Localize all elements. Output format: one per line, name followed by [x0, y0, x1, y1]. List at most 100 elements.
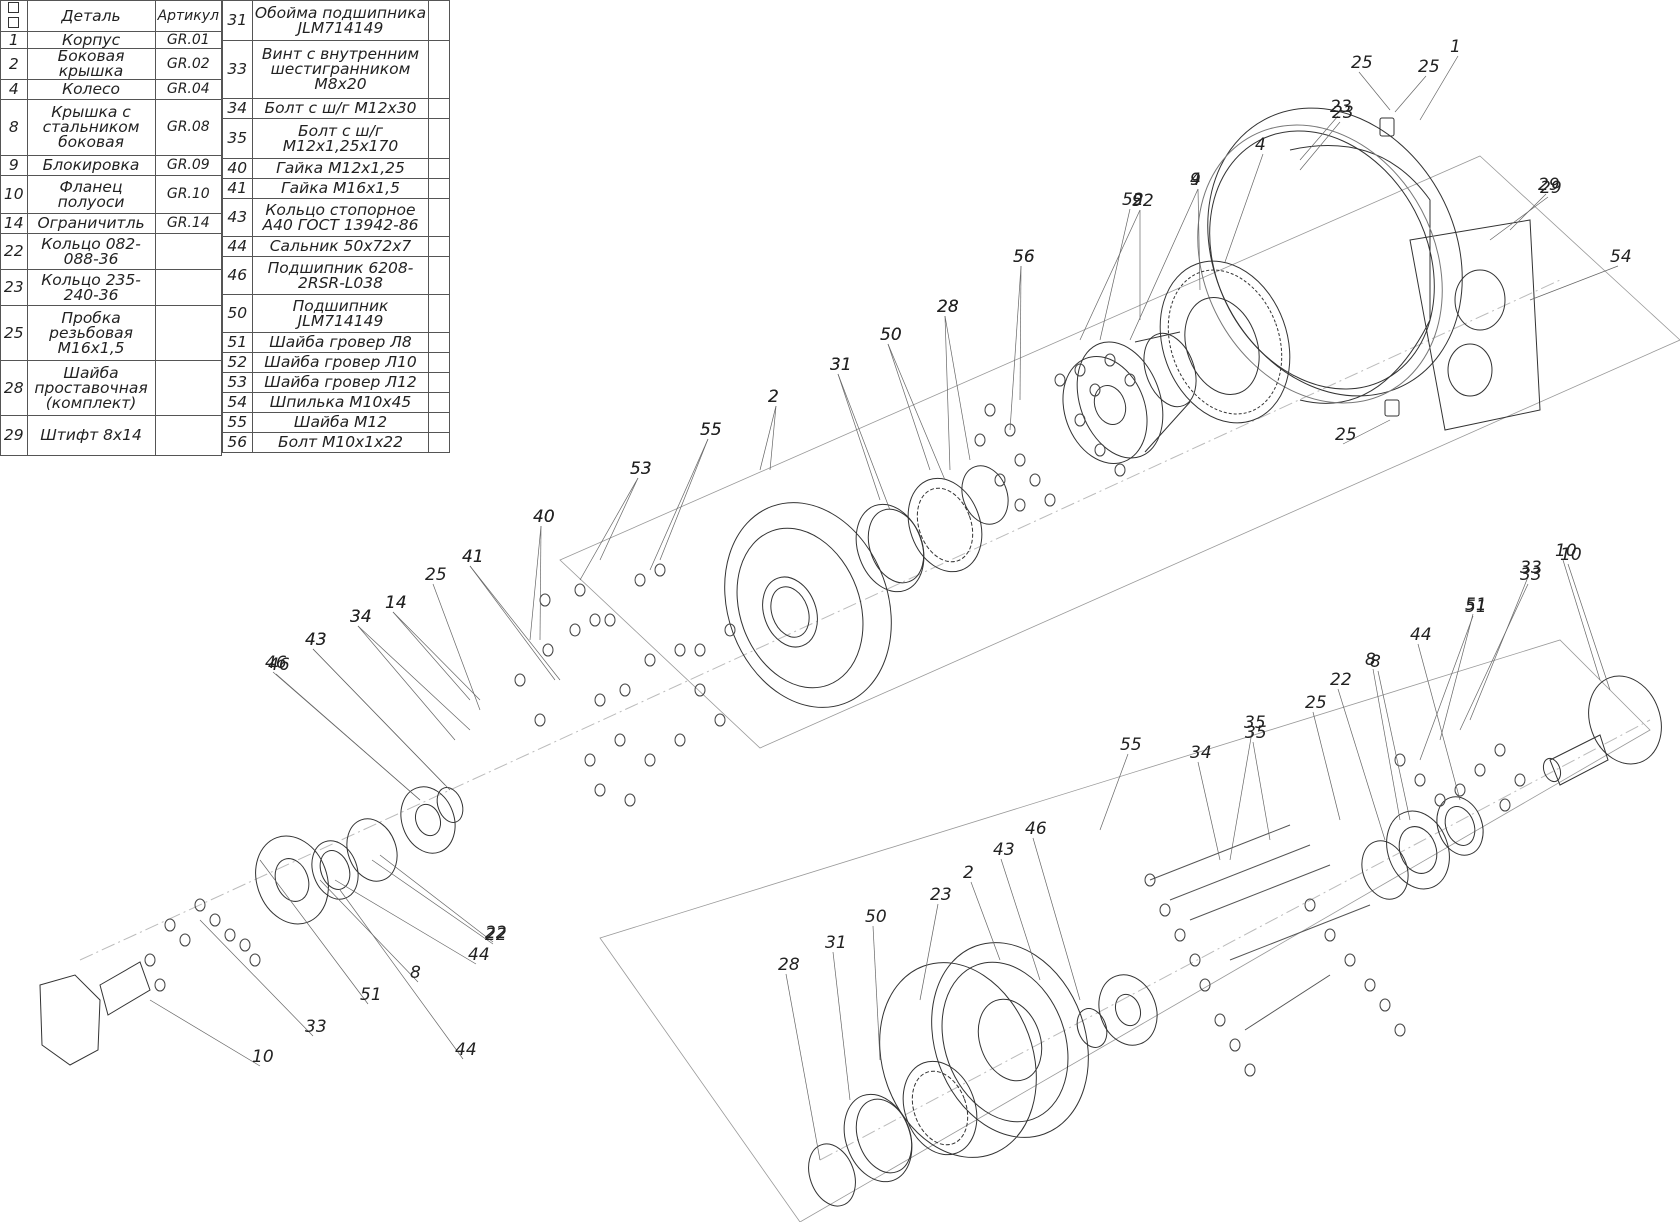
washer-icon [694, 683, 706, 697]
callout-label-4: 4 [1190, 170, 1201, 190]
callout-label-10: 10 [1555, 541, 1577, 561]
cover-part-8-lower [1386, 810, 1450, 890]
callout-label-25: 25 [1335, 425, 1357, 445]
washer-icon [1189, 953, 1201, 967]
leader-lines [149, 55, 1619, 1161]
shim-part-28-upper [961, 465, 1009, 525]
callout-label-8: 8 [410, 963, 421, 983]
leader-line [1419, 615, 1474, 761]
washer-icon [594, 783, 606, 797]
spec-row-name: Пробка резьбовая М16х1,5 [26, 305, 156, 361]
callout-label-43: 43 [305, 630, 327, 650]
washer-icon [1304, 898, 1316, 912]
header-name: Деталь [26, 0, 156, 32]
callout-label-55: 55 [1120, 735, 1142, 755]
callout-label-23: 23 [1330, 97, 1352, 117]
leader-line [1377, 670, 1411, 821]
leader-line [334, 879, 477, 965]
spec-row-number: 33 [222, 40, 253, 99]
callout-label-53: 53 [630, 459, 652, 479]
washer-icon [589, 613, 601, 627]
washer-icon [539, 593, 551, 607]
differential-lock-part-9 [1076, 331, 1197, 459]
leader-line [1419, 55, 1459, 121]
callout-label-40: 40 [533, 507, 555, 527]
leader-line [539, 525, 542, 641]
callout-label-10: 10 [252, 1047, 274, 1067]
bearing-part-46-left [400, 786, 456, 854]
spec-row-name: Обойма подшипника JLM714149 [251, 0, 430, 41]
callout-label-8: 8 [1365, 650, 1376, 670]
callout-label-56: 56 [1013, 247, 1035, 267]
spec-row-name: Гайка М16х1,5 [251, 178, 430, 199]
spec-row-name: Шайба проставочная (комплект) [26, 360, 156, 416]
spec-row-name: Штифт 8х14 [26, 415, 156, 456]
bearing-part-50-lower [902, 1060, 978, 1156]
ring-part-22-lower [1361, 840, 1409, 900]
callout-label-54: 54 [1610, 247, 1632, 267]
callout-label-40: 40 [533, 507, 555, 527]
spec-row-name: Подшипник JLM714149 [251, 294, 430, 333]
leader-line [1252, 741, 1271, 841]
callout-label-4: 4 [1255, 135, 1266, 155]
washer-icon [224, 928, 236, 942]
callout-label-23: 23 [930, 885, 952, 905]
callout-label-9: 9 [1190, 170, 1201, 190]
bearing-part-46-lower [1098, 974, 1158, 1046]
leader-line [1358, 71, 1391, 111]
leader-line [432, 583, 481, 711]
shim-part-28-lower [808, 1143, 856, 1207]
leader-line [887, 343, 946, 481]
washer-icon [694, 643, 706, 657]
spec-row-number: 10 [0, 175, 28, 214]
callout-label-33: 33 [1520, 558, 1542, 578]
washer-icon [644, 753, 656, 767]
washer-icon [984, 403, 996, 417]
spec-row-article [154, 360, 223, 416]
leader-line [1197, 761, 1221, 861]
housing-part-1 [1197, 107, 1541, 431]
spec-row-name: Винт с внутренним шестигранником М8х20 [251, 40, 430, 99]
washer-icon [1514, 773, 1526, 787]
washer-icon [1144, 873, 1156, 887]
spec-row-name: Боковая крышка [26, 48, 156, 80]
callout-label-31: 31 [830, 355, 852, 375]
washer-icon [1499, 798, 1511, 812]
washer-icon [1364, 978, 1376, 992]
callout-label-52: 52 [1132, 191, 1154, 211]
washer-icon [624, 793, 636, 807]
washer-icon [1054, 373, 1066, 387]
leader-line [1372, 668, 1401, 821]
leader-line [837, 373, 881, 501]
leader-line [769, 405, 777, 471]
leader-line [379, 854, 494, 943]
leader-line [872, 925, 881, 1061]
callout-label-31: 31 [825, 933, 847, 953]
washer-icon [1434, 793, 1446, 807]
washer-icon [534, 713, 546, 727]
leader-line [1099, 753, 1129, 831]
callout-label-51: 51 [1465, 595, 1487, 615]
washer-icon [1174, 928, 1186, 942]
callout-label-1: 1 [1450, 37, 1461, 57]
washer-icon [574, 583, 586, 597]
callout-label-46: 46 [1025, 819, 1047, 839]
spec-row-number: 23 [0, 269, 28, 306]
washer-icon [634, 573, 646, 587]
callout-label-56: 56 [1013, 247, 1035, 267]
seal-part-44-lower [1436, 796, 1484, 856]
callout-label-34: 34 [350, 607, 372, 627]
callout-label-28: 28 [937, 297, 959, 317]
callout-label-51: 51 [360, 985, 382, 1005]
spec-row-name: Шпилька М10х45 [251, 392, 430, 413]
leader-line [919, 903, 939, 1001]
leader-line [469, 565, 561, 681]
